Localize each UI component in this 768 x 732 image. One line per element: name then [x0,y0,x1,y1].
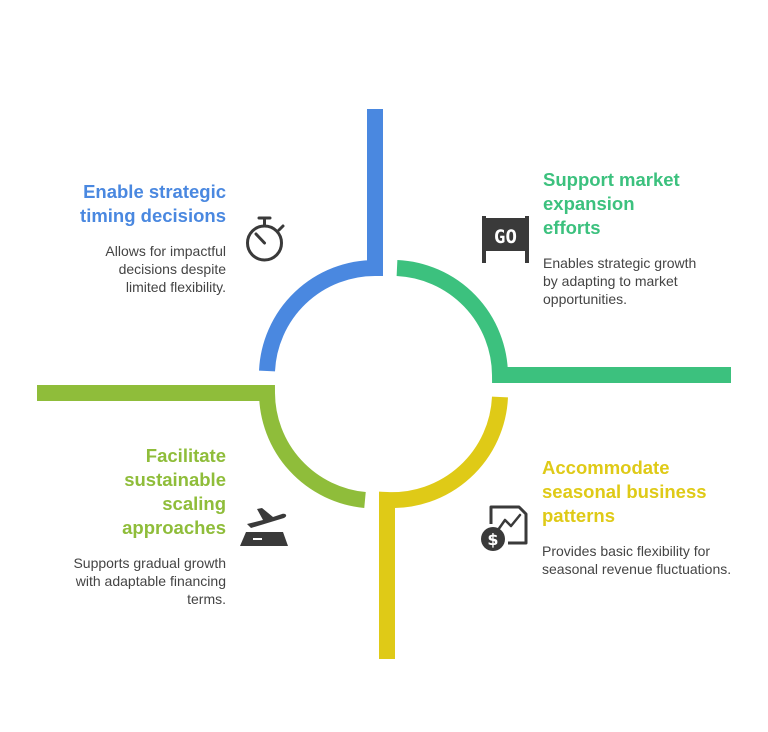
stopwatch-icon [246,216,285,262]
go-sign-icon: GO [482,216,529,263]
section-title: Facilitate sustainable scaling approache… [122,445,226,538]
airplane-takeoff-icon [240,508,288,546]
section-description: Allows for impactful decisions despite l… [105,243,226,295]
section-top-right: Support market expansion efforts Enables… [543,168,718,308]
olive-connector [37,385,366,508]
section-title: Accommodate seasonal business patterns [542,457,707,526]
green-connector [396,260,731,383]
section-title: Support market expansion efforts [543,169,680,238]
section-title: Enable strategic timing decisions [80,181,226,226]
section-description: Enables strategic growth by adapting to … [543,255,697,307]
revenue-chart-dollar-icon: $ [481,505,528,551]
blue-connector [259,109,383,372]
yellow-connector [379,396,508,659]
section-description: Supports gradual growth with adaptable f… [73,555,226,607]
dollar-sign: $ [487,530,498,549]
section-description: Provides basic flexibility for seasonal … [542,543,732,577]
go-sign-label: GO [494,226,517,248]
section-bottom-left: Facilitate sustainable scaling approache… [70,444,226,608]
section-top-left: Enable strategic timing decisions Allows… [40,180,226,296]
section-bottom-right: Accommodate seasonal business patterns P… [542,456,742,578]
